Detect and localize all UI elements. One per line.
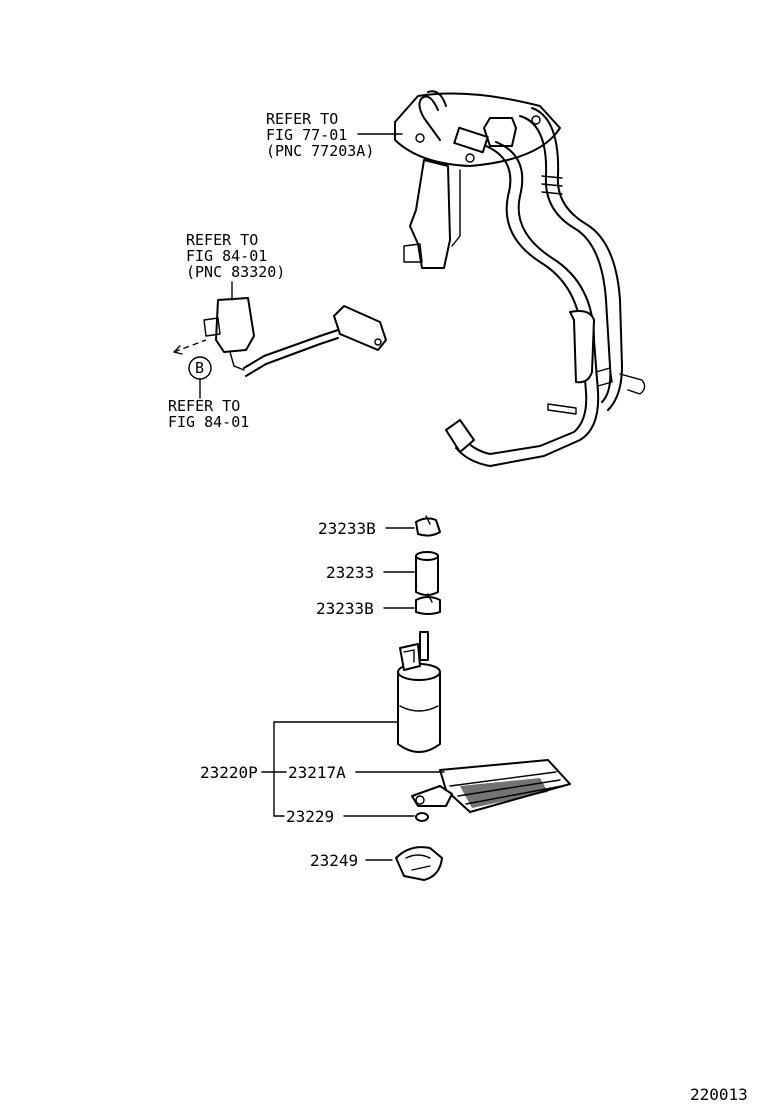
illustration-number: 220013 [690, 1085, 748, 1104]
part-number-23233b-top: 23233B [318, 519, 376, 538]
fig-77-01-text: FIG 77-01 [266, 126, 347, 144]
connector-b-marker [188, 356, 212, 380]
cushion-23249: 23249 [310, 846, 443, 881]
clamp-23233b-bottom: 23233B [316, 593, 441, 618]
fig-84-01-text: FIG 84-01 [168, 413, 249, 431]
sender-gauge-illustration: B [173, 297, 387, 399]
part-number-23217a: 23217A [288, 763, 346, 782]
hose-23233: 23233 [326, 551, 439, 596]
refer-fig-84-01-pnc-callout: REFER TO FIG 84-01 (PNC 83320) [186, 231, 285, 301]
refer-fig-84-01-callout: REFER TO FIG 84-01 [168, 397, 249, 431]
refer-to-text: REFER TO [186, 231, 258, 249]
clip-23229 [415, 812, 429, 822]
fuel-pump-illustration [397, 631, 441, 753]
refer-to-text: REFER TO [266, 110, 338, 128]
refer-fig-77-01-callout: REFER TO FIG 77-01 (PNC 77203A) [266, 110, 403, 160]
part-number-23220p: 23220P [200, 763, 258, 782]
connector-b-letter: B [195, 359, 204, 377]
refer-to-text: REFER TO [168, 397, 240, 415]
part-number-23233b-bottom: 23233B [316, 599, 374, 618]
clamp-23233b-top: 23233B [318, 515, 441, 538]
pump-assembly-callouts: 23220P 23217A 23229 [200, 721, 445, 826]
fig-84-01-text: FIG 84-01 [186, 247, 267, 265]
filter-23217a-illustration [411, 759, 571, 813]
part-number-23249: 23249 [310, 851, 358, 870]
part-number-23229: 23229 [286, 807, 334, 826]
pnc-83320-text: (PNC 83320) [186, 263, 285, 281]
pnc-77203a-text: (PNC 77203A) [266, 142, 374, 160]
part-number-23233: 23233 [326, 563, 374, 582]
pump-bracket-assembly-illustration [394, 90, 646, 467]
